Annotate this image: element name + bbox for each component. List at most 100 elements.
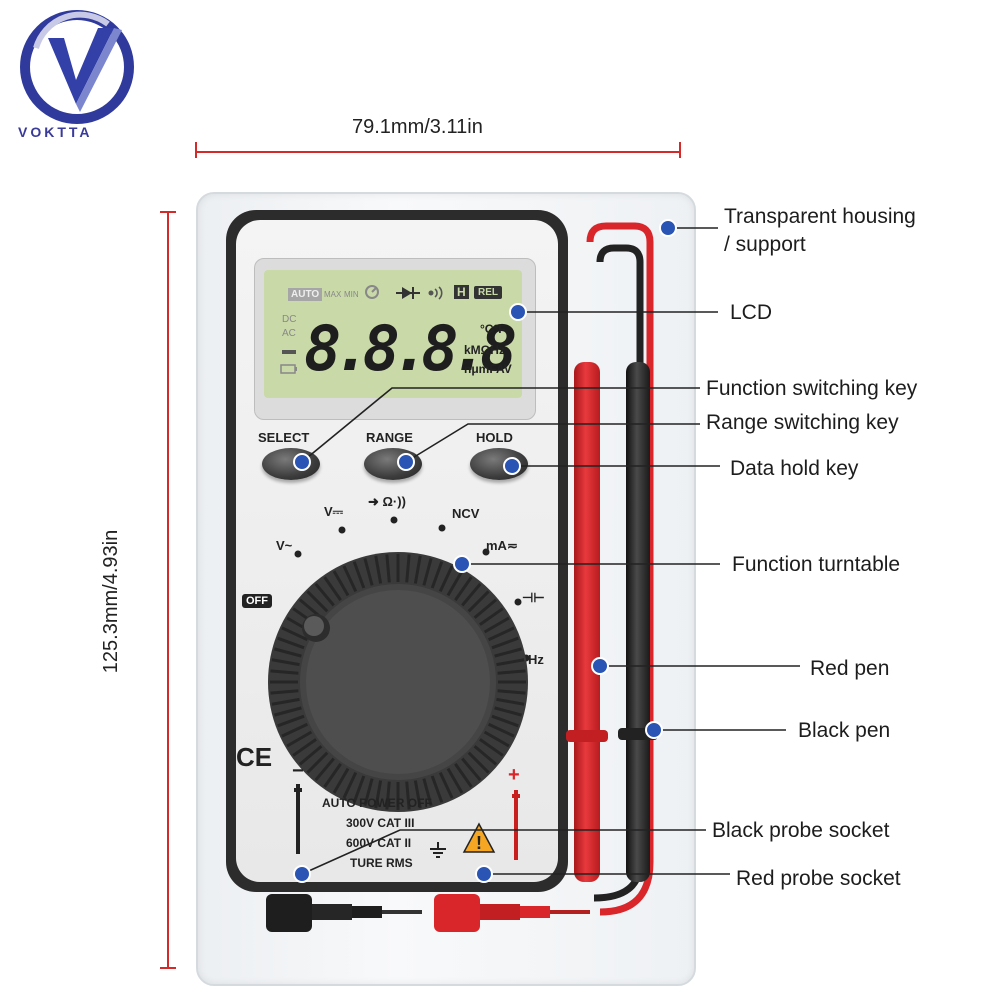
red-pen-guard [566, 730, 608, 742]
width-dimension-line [195, 142, 681, 158]
dial-ridge [438, 771, 454, 799]
dial-ridge [273, 706, 302, 717]
dial-ridge [306, 751, 329, 774]
lcd-temp-units: °C°F [480, 322, 506, 336]
dial-ridge [430, 775, 444, 803]
dial-ridge [446, 570, 464, 597]
dial-ridge [405, 781, 411, 810]
dial-ridge [494, 706, 523, 717]
lcd-resistance-units: kMΩHz [464, 343, 505, 357]
callout-housing-line1: Transparent housing [724, 205, 916, 228]
lcd-ac-label: AC [282, 328, 296, 339]
dial-ridge [298, 745, 323, 766]
lcd-dc-label: DC [282, 314, 297, 325]
dial-diode-label: ➜ Ω·)) [368, 494, 406, 509]
lcd-auto-annunciator: AUTO [288, 288, 323, 301]
dial-ridge [342, 565, 358, 593]
probe-plugs [266, 894, 590, 932]
callout-black-pen: Black pen [798, 719, 891, 742]
dial-ridge [306, 590, 329, 613]
black-pen[interactable] [626, 362, 650, 882]
dial-ridge [270, 669, 299, 675]
dial-ridge [491, 714, 519, 728]
plus-terminal-label: + [508, 764, 520, 786]
height-dimension-line [160, 211, 176, 969]
dial-position-dots [294, 516, 530, 662]
red-pen[interactable] [574, 362, 600, 882]
dial-ridge [479, 607, 504, 626]
callout-turntable: Function turntable [732, 553, 901, 576]
dial-ridge [479, 738, 504, 757]
dial-ridge [422, 557, 433, 586]
function-dial[interactable] [264, 548, 532, 816]
dial-ridge [467, 751, 490, 774]
dial-ridge [461, 582, 482, 607]
dial-ridge [483, 730, 510, 748]
dial-ridge [363, 778, 374, 807]
dial-ridge [497, 689, 526, 695]
lcd-negative-sign [282, 350, 296, 354]
dial-ridge [273, 647, 302, 658]
ce-mark: CE [236, 742, 273, 772]
dial-ridge [385, 781, 391, 810]
dial-ridge [430, 561, 444, 589]
dial-ridge [332, 570, 350, 597]
dial-ridge [292, 738, 317, 757]
lcd-hold-annunciator: H [454, 285, 469, 299]
dial-ridge [271, 658, 300, 667]
black-probe-graphic [294, 784, 302, 854]
dial-ridge [374, 555, 383, 584]
dial-ridge [497, 669, 526, 675]
dial-ridge [332, 767, 350, 794]
dial-ridge [342, 771, 358, 799]
diode-icon [396, 287, 420, 299]
width-dimension-label: 79.1mm/3.11in [352, 116, 483, 138]
dial-ma-label: mA≂ [486, 538, 518, 553]
red-probe-graphic [512, 790, 520, 860]
dial-ridge [413, 555, 422, 584]
brand-logo [18, 8, 136, 126]
dial-ridge [491, 636, 519, 650]
svg-text:!: ! [476, 833, 482, 853]
dial-vac-label: V~ [276, 538, 293, 553]
dial-ridge [374, 780, 383, 809]
dial-ridge [271, 697, 300, 706]
lcd-rel-annunciator: REL [474, 286, 502, 299]
dial-ridge [323, 763, 342, 788]
dial-off-label: OFF [242, 594, 272, 608]
dial-ridge [277, 636, 305, 650]
callout-range-key: Range switching key [706, 411, 899, 434]
buzzer-icon [428, 286, 443, 300]
dial-ridge [385, 554, 391, 583]
dial-ridge [277, 714, 305, 728]
dial-ridge [323, 576, 342, 601]
dial-ridge [413, 780, 422, 809]
lcd-min-annunciator: MIN [344, 290, 359, 299]
dial-ridge [281, 722, 309, 738]
dial-ridge [473, 745, 498, 766]
dial-ridge [473, 598, 498, 619]
dial-ridge [438, 565, 454, 593]
lcd-prefix-units: nμmFAV [464, 362, 512, 376]
lcd-digits: 8.8.8.8 [304, 312, 517, 385]
dial-ridge [461, 757, 482, 782]
minus-terminal-label: − [292, 760, 304, 782]
dial-ridge [496, 697, 525, 706]
callout-red-pen: Red pen [810, 657, 890, 680]
dial-ridge [281, 626, 309, 642]
dial-ridge [467, 590, 490, 613]
dial-ridge [454, 576, 473, 601]
hold-button-label: HOLD [476, 430, 513, 445]
dial-ridge [352, 561, 366, 589]
battery-icon [280, 364, 297, 374]
callout-black-socket: Black probe socket [712, 819, 890, 842]
dial-ridge [454, 763, 473, 788]
callout-red-socket: Red probe socket [736, 867, 901, 890]
callout-lcd: LCD [730, 301, 773, 324]
range-button-label: RANGE [366, 430, 413, 445]
dial-ridge [363, 557, 374, 586]
dial-ridge [314, 582, 335, 607]
dial-ridge [487, 722, 515, 738]
dial-ridge [405, 554, 411, 583]
lcd-max-annunciator: MAX [324, 290, 342, 299]
